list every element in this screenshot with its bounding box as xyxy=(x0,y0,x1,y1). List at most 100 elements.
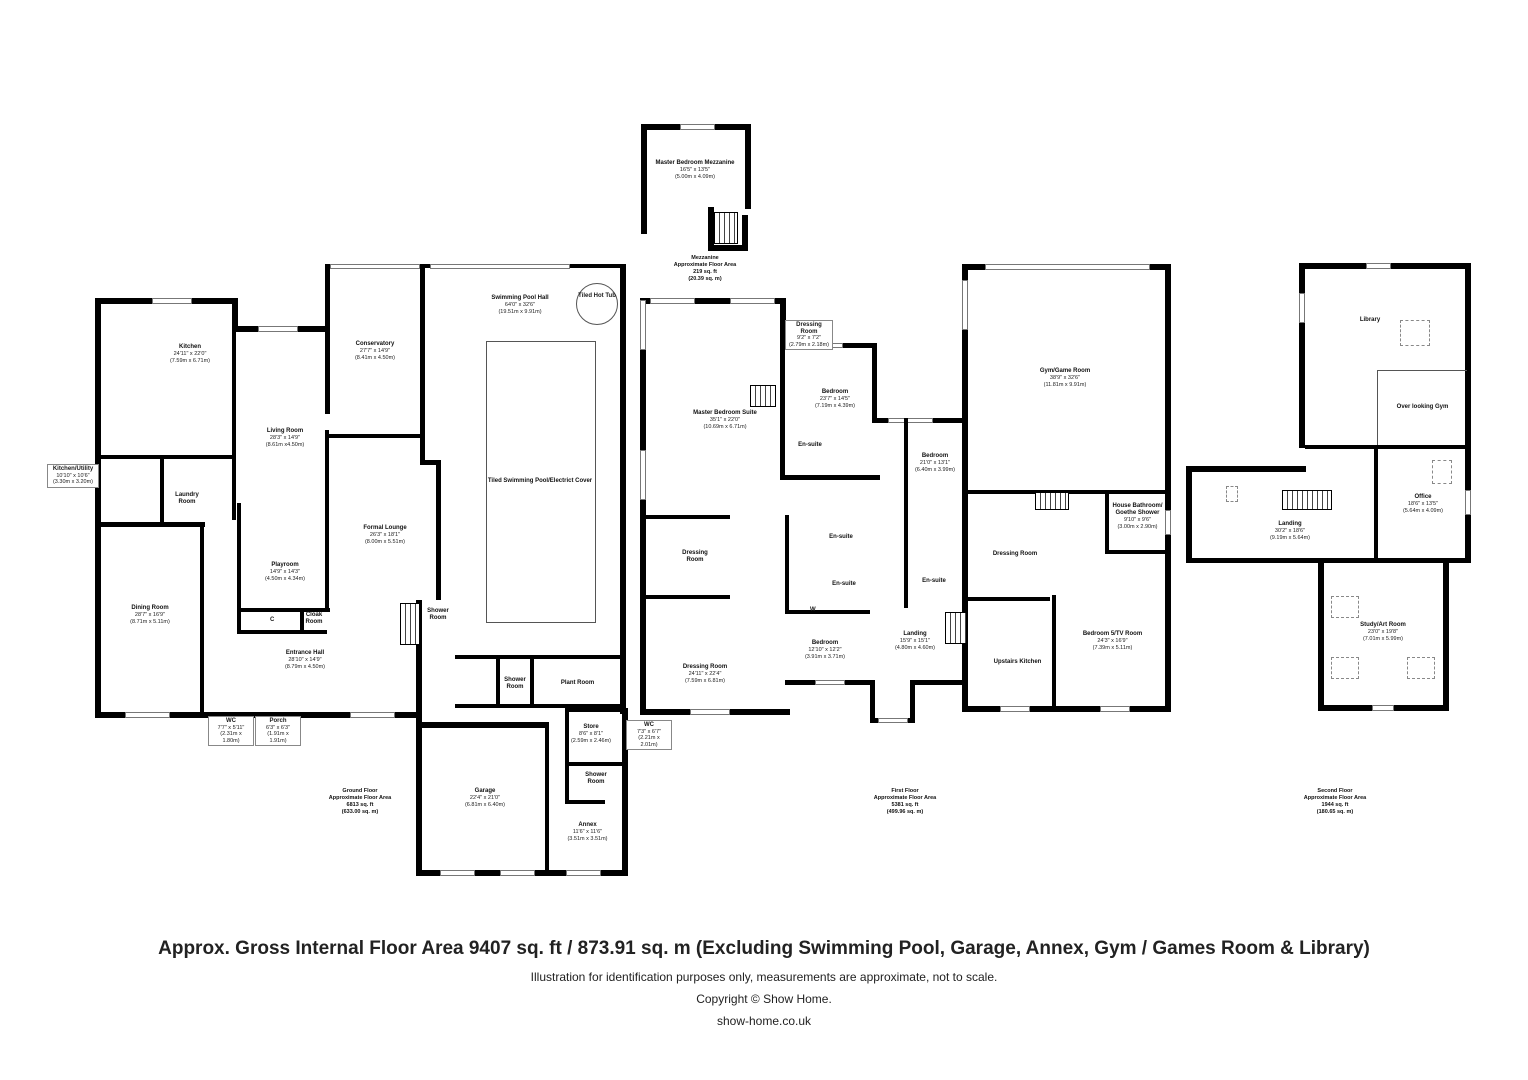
room-entrance-hall: Entrance Hall 28'10" x 14'9" (8.79m x 4.… xyxy=(284,650,326,670)
window xyxy=(878,718,908,723)
wall xyxy=(420,264,425,464)
wall xyxy=(872,343,877,423)
room-wc: WC 7'7" x 5'11" (2.31m x 1.80m) xyxy=(208,716,254,746)
wall xyxy=(1186,466,1192,562)
window xyxy=(500,870,535,876)
skylight xyxy=(1331,657,1359,679)
window xyxy=(730,298,775,304)
mezzanine-floor-area: Mezzanine Approximate Floor Area 219 sq.… xyxy=(673,255,737,282)
wall xyxy=(708,245,748,251)
wall xyxy=(780,475,880,480)
wall xyxy=(1105,490,1109,550)
wall xyxy=(1299,263,1305,448)
skylight xyxy=(1331,596,1359,618)
stairs xyxy=(400,603,420,645)
wall xyxy=(95,298,101,716)
room-annex: Annex 11'6" x 11'6" (3.51m x 3.51m) xyxy=(567,822,608,842)
room-dressing-3: Dressing Room xyxy=(992,551,1038,557)
wall xyxy=(416,600,422,876)
ground-floor-area: Ground Floor Approximate Floor Area 6813… xyxy=(328,788,392,815)
website: show-home.co.uk xyxy=(716,1014,812,1028)
disclaimer: Illustration for identification purposes… xyxy=(530,970,998,984)
room-master-mezzanine: Master Bedroom Mezzanine 16'5" x 13'5" (… xyxy=(655,160,735,180)
room-ensuite-2: En-suite xyxy=(829,534,853,540)
wall xyxy=(1186,558,1471,563)
wall xyxy=(420,460,440,465)
window xyxy=(680,124,715,130)
wall xyxy=(1186,466,1306,472)
wall xyxy=(232,298,238,328)
skylight xyxy=(1400,320,1430,346)
wall xyxy=(325,434,425,438)
wall xyxy=(95,455,235,459)
pool-label: Tiled Swimming Pool/Electrict Cover xyxy=(487,478,593,484)
wall xyxy=(904,418,908,608)
room-formal-lounge: Formal Lounge 26'3" x 18'1" (8.00m x 5.5… xyxy=(363,525,407,545)
wall xyxy=(237,630,327,634)
room-dressing-2: Dressing Room xyxy=(682,550,708,563)
wall xyxy=(780,298,786,350)
room-upstairs-kitchen: Upstairs Kitchen xyxy=(993,659,1042,665)
window xyxy=(1372,705,1394,711)
wall xyxy=(640,298,785,304)
window xyxy=(125,712,170,718)
wall xyxy=(962,706,1171,712)
room-kitchen-utility: Kitchen/Utility 10'10" x 10'6" (3.30m x … xyxy=(47,464,99,488)
window xyxy=(640,450,646,500)
room-living: Living Room 28'3" x 14'9" (8.61m x4.50m) xyxy=(265,428,305,448)
wall xyxy=(300,608,304,634)
window xyxy=(962,280,968,330)
room-bedroom-tv: Bedroom 5/TV Room 24'3" x 16'9" (7.39m x… xyxy=(1082,631,1143,651)
wall xyxy=(870,680,875,720)
wall xyxy=(232,330,236,520)
wall xyxy=(160,455,164,525)
window xyxy=(1100,706,1130,712)
room-plant: Plant Room xyxy=(560,680,595,686)
room-ensuite-3: En-suite xyxy=(832,581,856,587)
window xyxy=(1299,293,1305,323)
hot-tub: Tiled Hot Tub xyxy=(576,283,618,325)
wall xyxy=(1318,560,1324,710)
stairs xyxy=(945,612,967,644)
stairs xyxy=(750,385,776,407)
gross-area-headline: Approx. Gross Internal Floor Area 9407 s… xyxy=(158,938,1370,959)
wall xyxy=(780,343,785,478)
room-ensuite-1: En-suite xyxy=(798,442,822,448)
skylight xyxy=(1226,486,1238,502)
wall xyxy=(565,708,625,712)
wall xyxy=(1465,263,1471,563)
wall xyxy=(455,655,625,659)
wall xyxy=(622,708,628,876)
window xyxy=(690,709,730,715)
wall xyxy=(1374,448,1378,561)
wall xyxy=(965,597,1050,601)
room-cloak: Cloak Room xyxy=(305,612,323,625)
window xyxy=(815,680,845,685)
wall xyxy=(1165,264,1171,710)
wall xyxy=(530,655,534,705)
line xyxy=(1377,370,1467,371)
room-dressing-large: Dressing Room 24'11" x 22'4" (7.59m x 6.… xyxy=(682,664,728,684)
room-study: Study/Art Room 23'0" x 19'8" (7.01m x 5.… xyxy=(1360,622,1406,642)
room-landing-1: Landing 15'9" x 15'1" (4.80m x 4.60m) xyxy=(894,631,936,651)
room-master-suite: Master Bedroom Suite 35'1" x 22'0" (10.6… xyxy=(693,410,757,430)
wall xyxy=(95,712,420,718)
wall xyxy=(200,527,204,715)
wall xyxy=(620,264,626,714)
wall xyxy=(565,708,569,803)
wall xyxy=(325,264,330,414)
room-conservatory: Conservatory 27'7" x 14'9" (8.41m x 4.50… xyxy=(354,341,396,361)
room-gym: Gym/Game Room 38'9" x 32'6" (11.81m x 9.… xyxy=(1039,368,1091,388)
room-porch: Porch 6'3" x 6'3" (1.91m x 1.91m) xyxy=(255,716,301,746)
wall xyxy=(1305,445,1470,449)
wall xyxy=(640,595,730,599)
window xyxy=(152,298,192,304)
room-house-bathroom: House Bathroom/ Goethe Shower 9'10" x 9'… xyxy=(1112,503,1163,530)
wall xyxy=(640,515,730,519)
wall xyxy=(240,608,330,612)
window xyxy=(430,264,570,269)
wall xyxy=(1052,595,1056,710)
room-landing-2: Landing 30'2" x 18'6" (9.19m x 5.64m) xyxy=(1269,521,1311,541)
window xyxy=(350,712,395,718)
window xyxy=(1465,490,1471,515)
